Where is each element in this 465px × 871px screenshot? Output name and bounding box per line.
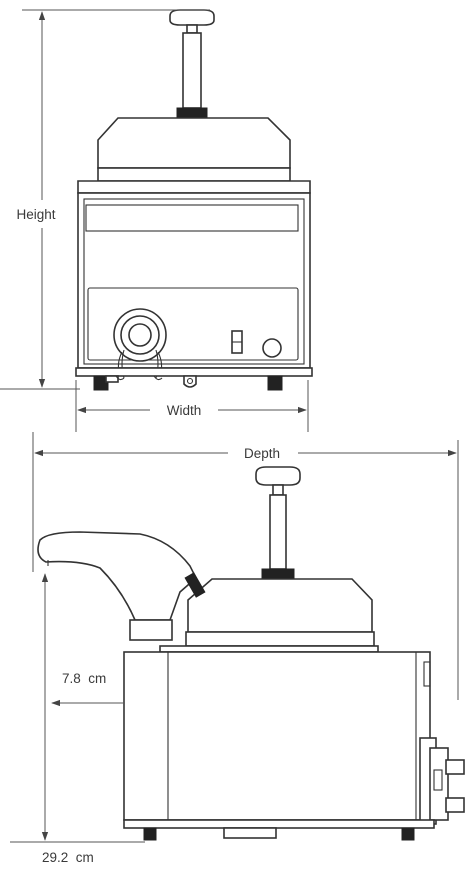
width-label: Width — [167, 403, 202, 418]
offset-dimension: 7.8 cm — [51, 671, 124, 707]
offset-measure-label: 7.8 cm — [62, 671, 106, 686]
side-lid — [159, 578, 379, 653]
side-height-measure-label: 29.2 cm — [42, 850, 94, 865]
side-view — [37, 466, 465, 841]
side-height-dimension: 29.2 cm — [10, 573, 145, 865]
side-base — [123, 819, 435, 841]
width-dimension: Width — [75, 380, 309, 432]
height-label: Height — [16, 207, 55, 222]
front-lid — [77, 117, 311, 194]
front-base — [75, 367, 313, 391]
depth-label: Depth — [244, 446, 280, 461]
side-body — [123, 651, 465, 825]
front-view — [75, 9, 313, 391]
depth-dimension: Depth — [32, 432, 459, 700]
side-pump — [255, 466, 301, 580]
height-dimension: Height — [0, 9, 210, 390]
front-pump — [169, 9, 215, 119]
indicator-light — [262, 338, 282, 358]
front-body — [77, 192, 311, 379]
dispenser-arm — [37, 531, 206, 641]
